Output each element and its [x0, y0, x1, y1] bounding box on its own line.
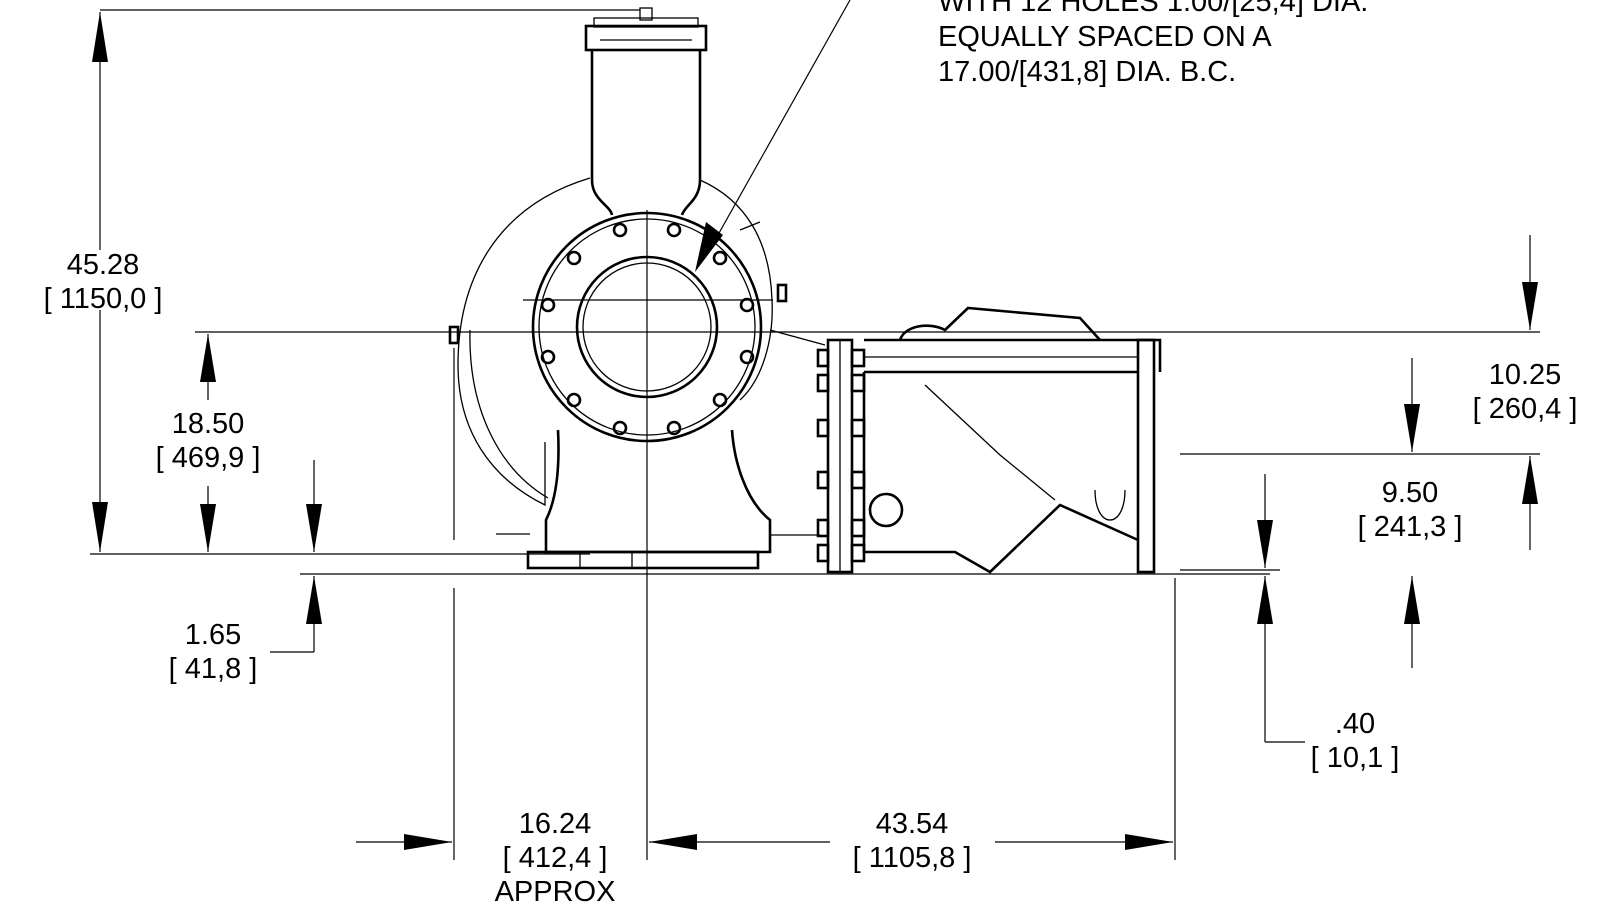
dim-metric: [ 1105,8 ] [852, 842, 972, 874]
dim-suction-to-discharge: 43.54 [ 1105,8 ] [832, 807, 992, 875]
dim-discharge-center: 9.50 [ 241,3 ] [1340, 476, 1480, 544]
dim-base-offset: 1.65 [ 41,8 ] [148, 618, 278, 686]
dim-value: .40 [1334, 708, 1376, 740]
extension-lines [90, 9, 1540, 860]
flange-bolts [816, 348, 866, 563]
dim-metric: [ 241,3 ] [1357, 511, 1463, 543]
note-line-1: WITH 12 HOLES 1.00/[25,4] DIA. [938, 0, 1369, 18]
dim-metric: [ 41,8 ] [168, 653, 258, 685]
dim-value: 9.50 [1381, 477, 1439, 509]
dim-value: 18.50 [171, 408, 245, 440]
dim-suction-to-base: 16.24 [ 412,4 ] APPROX [480, 807, 630, 909]
note-line-2: EQUALLY SPACED ON A [938, 21, 1272, 53]
flange-note: WITH 12 HOLES 1.00/[25,4] DIA. EQUALLY S… [938, 0, 1368, 90]
note-line-3: 17.00/[431,8] DIA. B.C. [938, 56, 1237, 88]
dim-metric: [ 1150,0 ] [43, 283, 163, 315]
dim-value: 16.24 [518, 808, 592, 840]
dim-value: 1.65 [184, 619, 242, 651]
dimension-lines [92, 0, 1538, 850]
check-valve [816, 306, 1162, 574]
dim-value: 43.54 [875, 808, 949, 840]
pump-body [448, 7, 826, 570]
dim-discharge-top: 10.25 [ 260,4 ] [1455, 358, 1595, 426]
dim-overall-height: 45.28 [ 1150,0 ] [18, 248, 188, 316]
dim-value: 10.25 [1488, 359, 1562, 391]
dim-metric: [ 412,4 ] [502, 842, 608, 874]
dim-metric: [ 10,1 ] [1310, 742, 1400, 774]
dim-metric: [ 469,9 ] [155, 442, 261, 474]
dim-foot-gap: .40 [ 10,1 ] [1300, 707, 1410, 775]
dim-qualifier: APPROX [494, 876, 616, 908]
dim-metric: [ 260,4 ] [1472, 393, 1578, 425]
dim-value: 45.28 [66, 249, 140, 281]
dim-suction-height: 18.50 [ 469,9 ] [133, 407, 283, 475]
flange-bolt-holes [540, 222, 755, 436]
